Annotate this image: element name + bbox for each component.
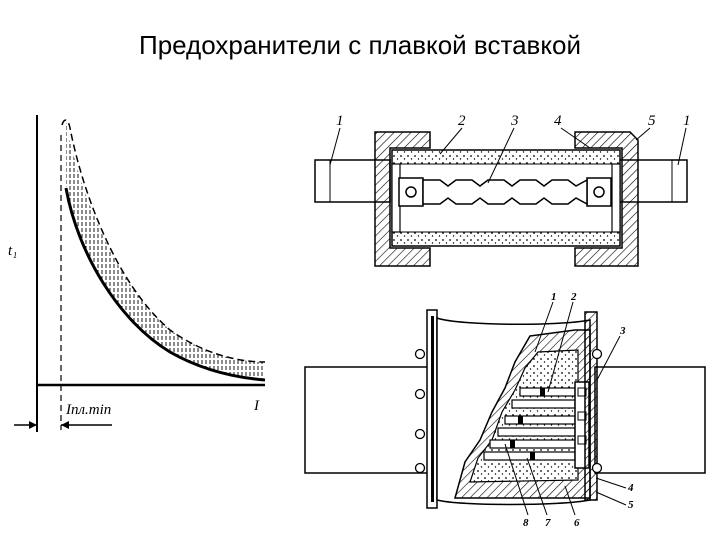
arrowhead-left xyxy=(61,421,69,429)
fusible-link xyxy=(422,178,588,206)
top-part-label-3: 3 xyxy=(510,113,519,129)
bottom-part-label-3: 3 xyxy=(619,325,626,337)
top-part-label-1a: 1 xyxy=(336,113,344,129)
time-current-graph: t₁ I Iпл.min xyxy=(8,115,266,432)
tolerance-band xyxy=(66,122,265,380)
slide-title: Предохранители с плавкой вставкой xyxy=(139,30,581,60)
end-cap-right xyxy=(574,131,639,267)
bottom-part-label-6: 6 xyxy=(574,517,580,529)
bottom-part-label-7: 7 xyxy=(545,517,551,529)
bottom-part-label-4: 4 xyxy=(627,482,634,494)
tube-wall-top xyxy=(391,149,621,165)
bottom-part-label-1: 1 xyxy=(551,291,557,303)
fuse-top-drawing: 1 2 3 4 5 1 xyxy=(314,113,691,267)
x-axis-label: I xyxy=(253,398,260,414)
top-part-label-1b: 1 xyxy=(683,113,691,129)
end-cap-left xyxy=(374,131,431,267)
lower-characteristic-curve xyxy=(64,187,266,382)
end-cap-right-bottom xyxy=(584,311,598,501)
min-current-label: Iпл.min xyxy=(65,402,111,418)
blade-left xyxy=(304,366,434,474)
bottom-part-label-2: 2 xyxy=(570,291,577,303)
fuse-strips xyxy=(483,387,576,461)
bottom-part-label-8: 8 xyxy=(523,517,529,529)
upper-characteristic-curve xyxy=(61,119,266,363)
top-part-label-4: 4 xyxy=(554,113,562,129)
top-part-label-2: 2 xyxy=(458,113,466,129)
top-part-label-5: 5 xyxy=(648,113,656,129)
y-axis-label: t₁ xyxy=(8,243,17,259)
arrowhead-right xyxy=(29,421,37,429)
bottom-part-label-5: 5 xyxy=(628,499,634,511)
tube-wall-bottom xyxy=(391,231,621,247)
blade-right xyxy=(594,366,706,474)
fuse-strip-notches xyxy=(510,388,545,460)
fuse-bottom-drawing: 1 2 3 4 5 6 7 8 xyxy=(304,291,706,529)
